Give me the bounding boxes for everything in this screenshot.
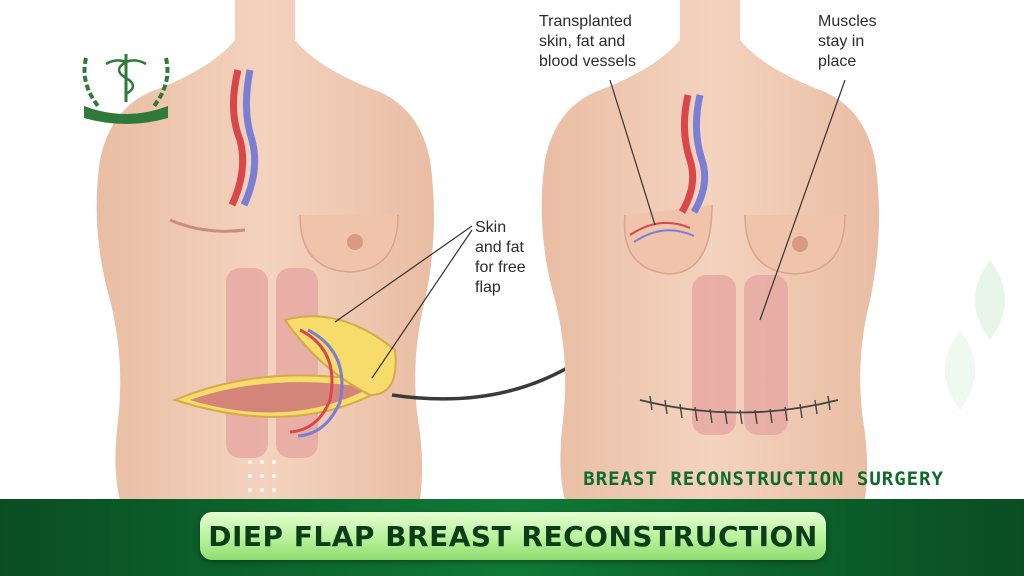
torso-after bbox=[541, 0, 879, 500]
label-transplanted-tissue: Transplanted skin, fat and blood vessels bbox=[539, 12, 636, 72]
label-line: stay in bbox=[818, 33, 865, 50]
topic-heading: BREAST RECONSTRUCTION SURGERY bbox=[583, 468, 944, 490]
clinic-logo bbox=[82, 54, 170, 124]
artery-chest bbox=[228, 69, 247, 207]
label-muscles-stay: Muscles stay in place bbox=[818, 12, 877, 72]
mastectomy-scar bbox=[169, 218, 246, 233]
label-line: for free bbox=[475, 259, 526, 276]
artery-chest-after bbox=[678, 94, 697, 214]
vein-chest-after bbox=[690, 94, 709, 214]
nipple-icon bbox=[347, 234, 363, 250]
label-line: flap bbox=[475, 279, 501, 296]
transplanted-artery bbox=[629, 221, 691, 236]
page-title: DIEP FLAP BREAST RECONSTRUCTION bbox=[208, 519, 818, 553]
nipple-after-icon bbox=[792, 236, 808, 252]
label-skin-fat-flap: Skin and fat for free flap bbox=[475, 218, 526, 298]
label-line: Skin bbox=[475, 219, 507, 236]
decorative-dots-icon bbox=[248, 460, 276, 492]
pointer-line-flap-a bbox=[334, 225, 473, 323]
stitches bbox=[649, 395, 831, 425]
label-line: place bbox=[818, 53, 857, 70]
transplanted-vein bbox=[633, 229, 695, 243]
breast-reconstructed bbox=[623, 204, 713, 275]
pointer-line-transplant bbox=[609, 79, 656, 226]
free-flap bbox=[283, 315, 397, 397]
rectus-intact-left bbox=[692, 275, 736, 435]
rectus-intact-right bbox=[744, 275, 788, 435]
vein-chest bbox=[240, 69, 259, 207]
flap-vein bbox=[297, 328, 344, 438]
flap-artery bbox=[289, 328, 334, 434]
label-line: Muscles bbox=[818, 13, 877, 30]
label-line: Transplanted bbox=[539, 13, 632, 30]
decorative-leaf-icon bbox=[945, 260, 1005, 410]
title-pill: DIEP FLAP BREAST RECONSTRUCTION bbox=[200, 512, 826, 560]
torso-before bbox=[96, 0, 473, 500]
torso-silhouette-after bbox=[541, 0, 879, 500]
rectus-muscle-left bbox=[226, 268, 268, 458]
exposed-muscle bbox=[190, 382, 370, 413]
pointer-line-muscles bbox=[759, 79, 846, 321]
label-line: blood vessels bbox=[539, 53, 636, 70]
pointer-line-flap-b bbox=[371, 229, 473, 379]
label-line: skin, fat and bbox=[539, 33, 626, 50]
incision-closure bbox=[639, 399, 839, 414]
label-line: and fat bbox=[475, 239, 524, 256]
